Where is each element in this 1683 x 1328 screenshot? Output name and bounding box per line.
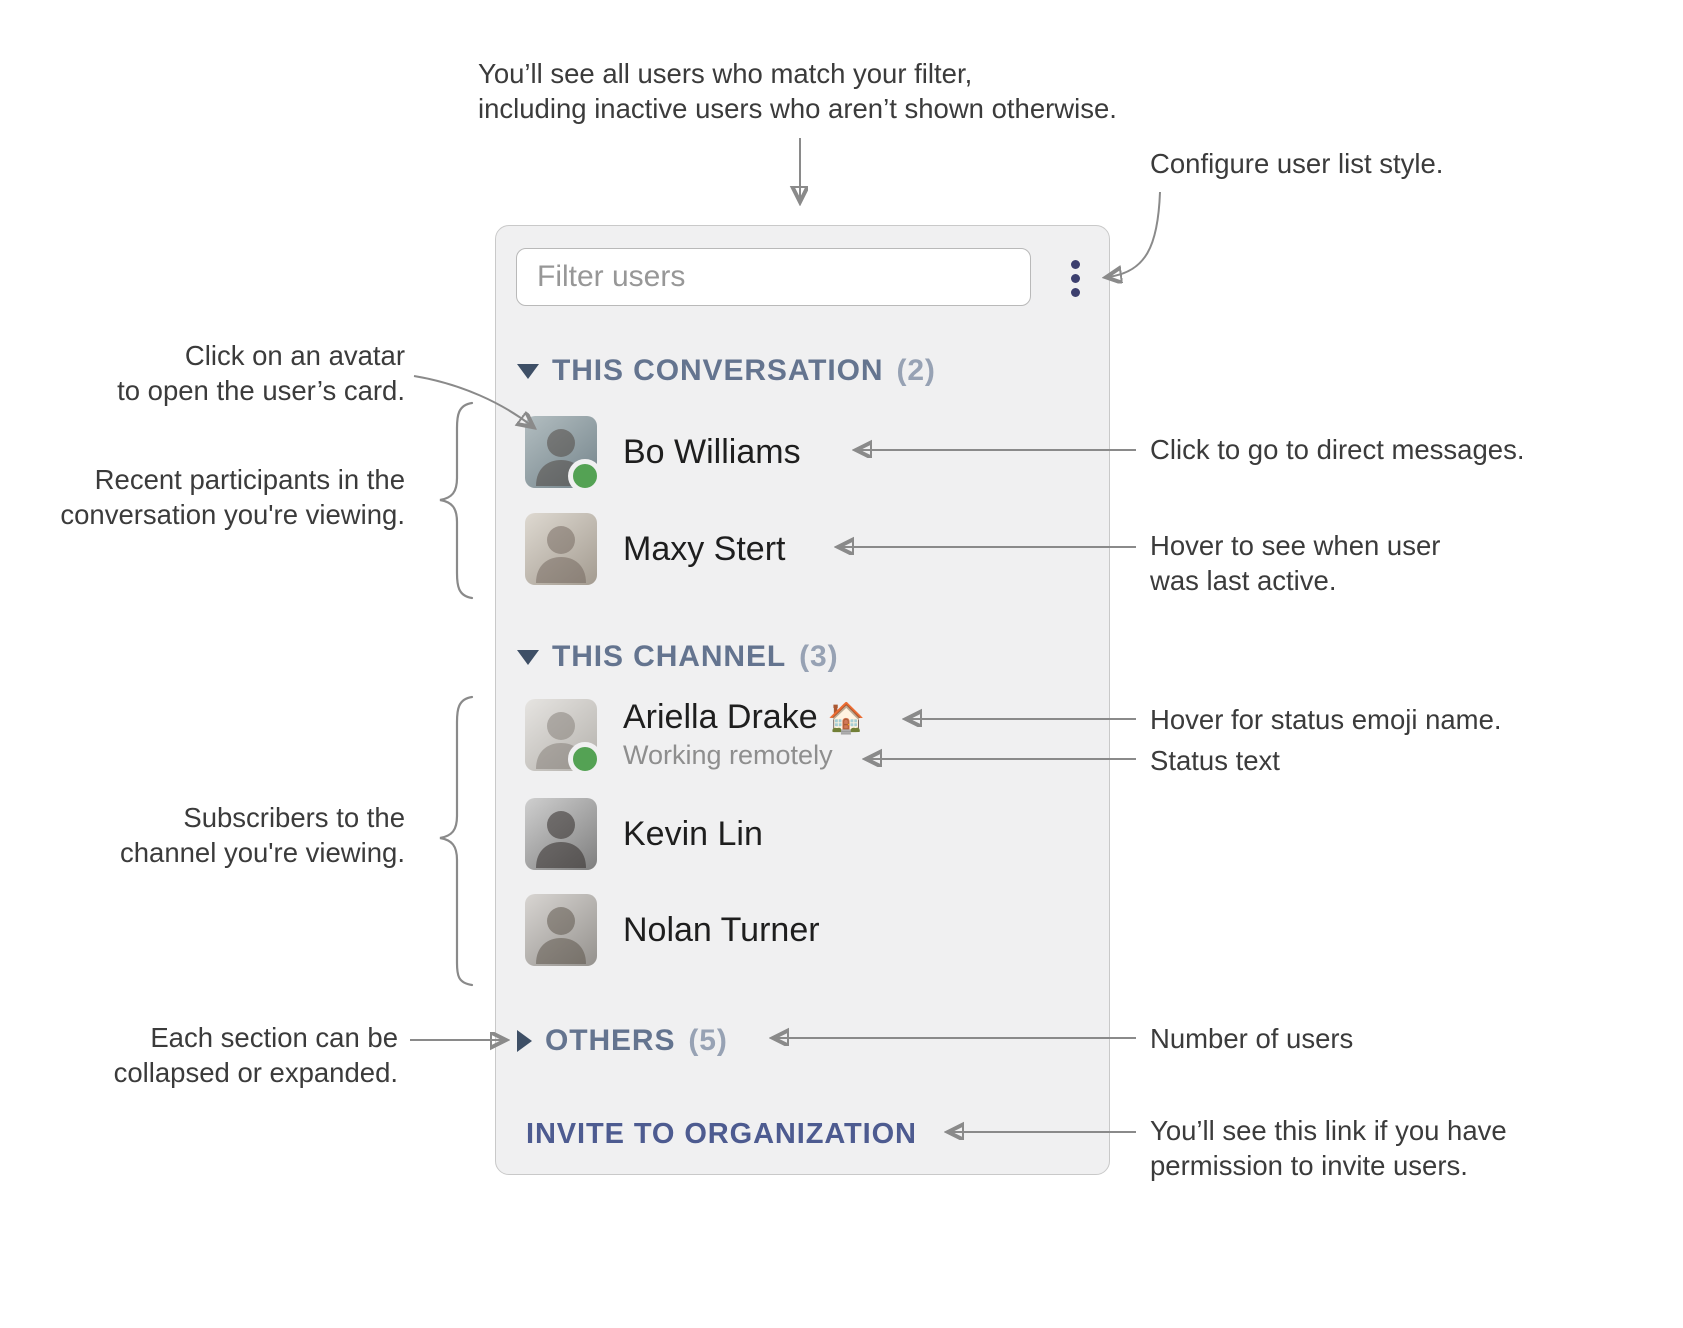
user-row-bo-williams: Bo Williams xyxy=(525,416,801,493)
section-count: (5) xyxy=(688,1024,728,1057)
note-recent-line1: Recent participants in the xyxy=(94,464,405,495)
user-list-menu-button[interactable] xyxy=(1054,250,1096,306)
note-configure: Configure user list style. xyxy=(1150,146,1443,181)
user-row-nolan-turner: Nolan Turner xyxy=(525,894,820,966)
avatar-photo xyxy=(525,798,597,870)
section-title: THIS CONVERSATION xyxy=(552,354,884,387)
note-configure-text: Configure user list style. xyxy=(1150,148,1444,179)
section-title: OTHERS xyxy=(545,1024,676,1057)
section-this-conversation[interactable]: THIS CONVERSATION (2) xyxy=(517,354,936,388)
section-title: THIS CHANNEL xyxy=(552,640,787,673)
user-row-ariella-drake: Ariella Drake 🏠 Working remotely xyxy=(525,698,865,776)
avatar[interactable] xyxy=(525,698,602,776)
note-user-count: Number of users xyxy=(1150,1021,1353,1056)
note-invite: You’ll see this link if you have permiss… xyxy=(1150,1113,1507,1183)
note-status-emoji: Hover for status emoji name. xyxy=(1150,702,1502,737)
user-row-maxy-stert: Maxy Stert xyxy=(525,513,785,585)
section-this-channel[interactable]: THIS CHANNEL (3) xyxy=(517,640,839,674)
note-last-active-line1: Hover to see when user xyxy=(1150,530,1441,561)
avatar[interactable] xyxy=(525,798,597,870)
user-text-block: Ariella Drake 🏠 Working remotely xyxy=(623,698,865,771)
section-count: (2) xyxy=(896,354,936,387)
note-recent-participants: Recent participants in the conversation … xyxy=(60,462,405,532)
note-invite-line1: You’ll see this link if you have xyxy=(1150,1115,1507,1146)
invite-to-organization-link[interactable]: INVITE TO ORGANIZATION xyxy=(526,1118,917,1150)
note-subscribers-line1: Subscribers to the xyxy=(183,802,405,833)
note-subscribers-line2: channel you're viewing. xyxy=(119,837,405,868)
user-list-panel: THIS CONVERSATION (2) Bo Williams Maxy xyxy=(495,225,1110,1175)
avatar[interactable] xyxy=(525,894,597,966)
presence-dot-online xyxy=(568,741,602,776)
vertical-ellipsis-icon-dot xyxy=(1070,273,1080,283)
note-filter: You’ll see all users who match your filt… xyxy=(478,56,1117,126)
status-text: Working remotely xyxy=(623,740,833,770)
note-status-emoji-text: Hover for status emoji name. xyxy=(1150,704,1502,735)
person-silhouette-icon xyxy=(536,526,586,583)
note-avatar-line2: to open the user’s card. xyxy=(117,375,405,406)
status-emoji[interactable]: 🏠 xyxy=(827,702,865,735)
note-collapse-line1: Each section can be xyxy=(150,1022,398,1053)
note-last-active-line2: was last active. xyxy=(1150,565,1337,596)
note-status-text-label: Status text xyxy=(1150,745,1280,776)
note-collapse-line2: collapsed or expanded. xyxy=(113,1057,398,1088)
person-silhouette-icon xyxy=(536,811,586,868)
user-name[interactable]: Ariella Drake xyxy=(623,698,818,736)
note-last-active: Hover to see when user was last active. xyxy=(1150,528,1440,598)
note-recent-line2: conversation you're viewing. xyxy=(60,499,405,530)
note-invite-line2: permission to invite users. xyxy=(1150,1150,1468,1181)
note-user-count-text: Number of users xyxy=(1150,1023,1354,1054)
connector-configure xyxy=(1108,191,1161,277)
note-dm-text: Click to go to direct messages. xyxy=(1150,434,1525,465)
note-collapse: Each section can be collapsed or expande… xyxy=(114,1020,398,1090)
presence-dot-online xyxy=(568,459,602,493)
triangle-right-icon xyxy=(517,1030,532,1052)
note-dm: Click to go to direct messages. xyxy=(1150,432,1524,467)
filter-users-input[interactable] xyxy=(516,248,1031,306)
brace-recent-participants xyxy=(439,401,474,600)
section-count: (3) xyxy=(799,640,839,673)
user-name[interactable]: Kevin Lin xyxy=(623,814,763,853)
vertical-ellipsis-icon xyxy=(1070,259,1080,269)
avatar[interactable] xyxy=(525,416,602,493)
user-name[interactable]: Nolan Turner xyxy=(623,910,820,949)
triangle-down-icon xyxy=(517,649,539,665)
vertical-ellipsis-icon-dot xyxy=(1070,287,1080,297)
triangle-down-icon xyxy=(517,363,539,379)
note-subscribers: Subscribers to the channel you're viewin… xyxy=(120,800,405,870)
note-avatar-line1: Click on an avatar xyxy=(184,340,405,371)
user-name[interactable]: Maxy Stert xyxy=(623,529,786,568)
note-filter-line1: You’ll see all users who match your filt… xyxy=(478,58,973,89)
avatar-photo xyxy=(525,513,597,585)
user-row-kevin-lin: Kevin Lin xyxy=(525,798,763,870)
avatar[interactable] xyxy=(525,513,597,585)
person-silhouette-icon xyxy=(536,907,586,964)
avatar-photo xyxy=(525,894,597,966)
user-name[interactable]: Bo Williams xyxy=(623,432,801,471)
note-filter-line2: including inactive users who aren’t show… xyxy=(478,93,1117,124)
brace-subscribers xyxy=(439,695,474,987)
note-avatar: Click on an avatar to open the user’s ca… xyxy=(117,338,405,408)
note-status-text: Status text xyxy=(1150,743,1280,778)
section-others[interactable]: OTHERS (5) xyxy=(517,1024,728,1058)
